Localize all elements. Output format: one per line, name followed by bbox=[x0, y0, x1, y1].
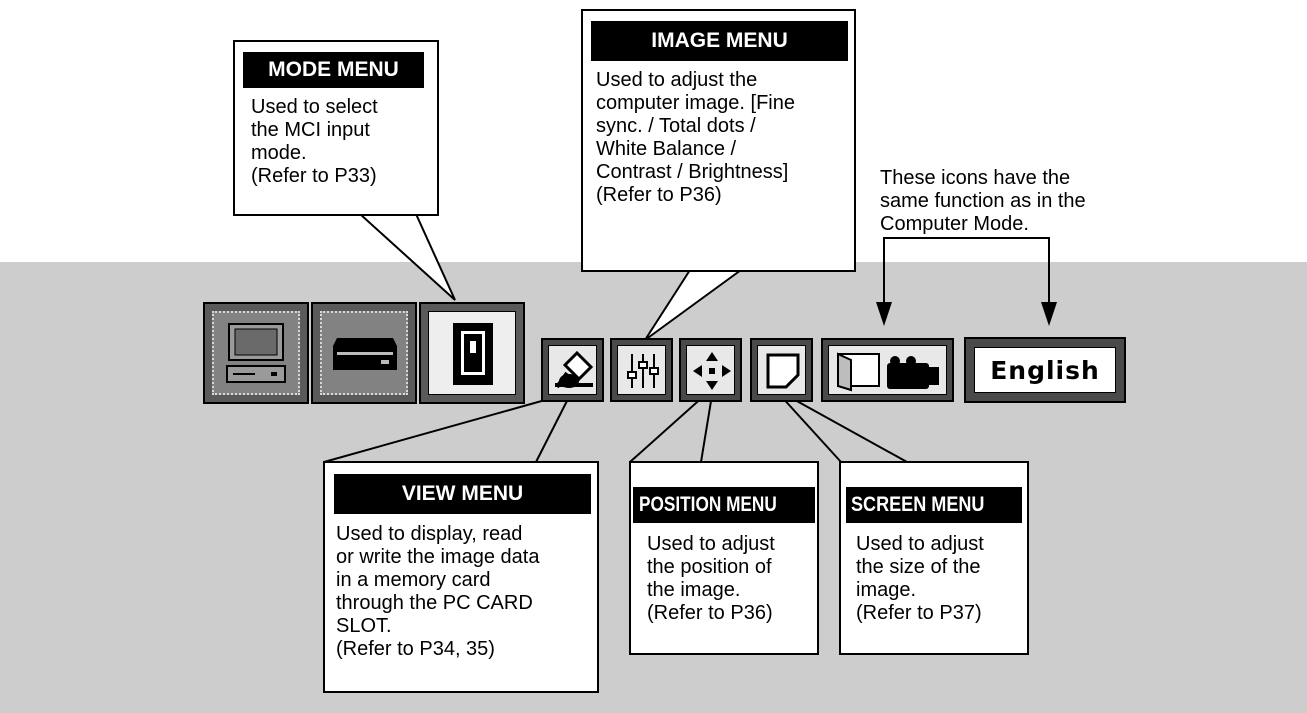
view-menu-description: Used to display, read or write the image… bbox=[336, 523, 540, 660]
icons-note: These icons have the same function as in… bbox=[880, 167, 1086, 235]
screen-icon bbox=[766, 353, 800, 389]
language-label: English bbox=[974, 347, 1116, 393]
screen-menu-callout: SCREEN MENU Used to adjust the size of t… bbox=[839, 461, 1029, 655]
view-menu-icon bbox=[555, 350, 594, 389]
position-tile[interactable] bbox=[679, 338, 742, 402]
position-arrows-icon bbox=[693, 352, 731, 390]
computer-mode-tile[interactable] bbox=[203, 302, 309, 404]
image-adjust-icon bbox=[627, 354, 659, 388]
mode-menu-callout: MODE MENU Used to select the MCI input m… bbox=[233, 40, 439, 216]
mci-mode-icon bbox=[453, 323, 493, 385]
video-mode-tile[interactable] bbox=[311, 302, 417, 404]
image-menu-description: Used to adjust the computer image. [Fine… bbox=[596, 69, 795, 206]
computer-mode-icon bbox=[226, 323, 286, 383]
screen-menu-title: SCREEN MENU bbox=[846, 487, 1022, 523]
position-menu-title: POSITION MENU bbox=[633, 487, 815, 523]
view-menu-title: VIEW MENU bbox=[334, 474, 591, 514]
screen-camera-icon bbox=[837, 352, 939, 392]
position-menu-description: Used to adjust the position of the image… bbox=[647, 533, 775, 624]
image-menu-callout: IMAGE MENU Used to adjust the computer i… bbox=[581, 9, 856, 272]
screen-camera-tile[interactable] bbox=[821, 338, 954, 402]
screen-tile[interactable] bbox=[750, 338, 813, 402]
view-menu-callout: VIEW MENU Used to display, read or write… bbox=[323, 461, 599, 693]
language-tile[interactable]: English bbox=[964, 337, 1126, 403]
image-adjust-tile[interactable] bbox=[610, 338, 673, 402]
image-menu-title: IMAGE MENU bbox=[591, 21, 848, 61]
screen-menu-description: Used to adjust the size of the image. (R… bbox=[856, 533, 984, 624]
position-menu-callout: POSITION MENU Used to adjust the positio… bbox=[629, 461, 819, 655]
mode-menu-description: Used to select the MCI input mode. (Refe… bbox=[251, 96, 378, 187]
mode-menu-title: MODE MENU bbox=[243, 52, 424, 88]
video-mode-icon bbox=[333, 338, 397, 370]
view-menu-tile[interactable] bbox=[541, 338, 604, 402]
mci-mode-tile[interactable] bbox=[419, 302, 525, 404]
